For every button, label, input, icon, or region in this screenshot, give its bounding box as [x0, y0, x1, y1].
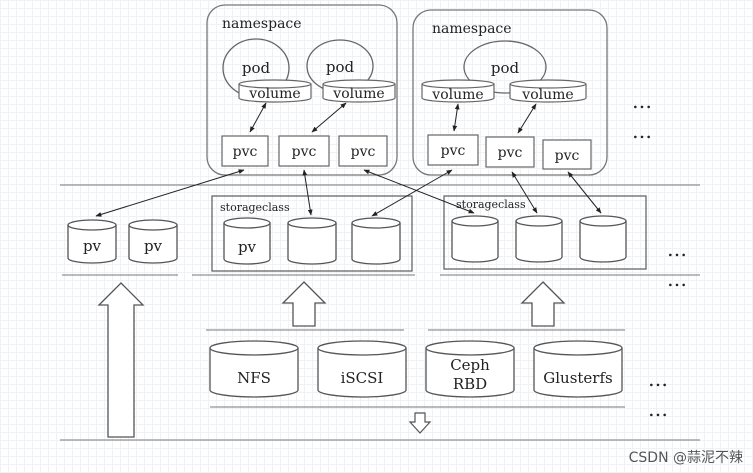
volume-4: volume: [509, 79, 587, 103]
namespace-box-1: namespace: [206, 4, 398, 176]
pvc-label: pvc: [498, 145, 523, 161]
pvc-label: pvc: [292, 144, 317, 160]
backend-glusterfs: Glusterfs: [533, 340, 623, 398]
pv-cylinder-3: pv: [223, 217, 271, 265]
arrow-volume-pvc: [517, 103, 537, 134]
pv-cylinder-1: pv: [67, 219, 117, 264]
arrow-volume-pvc: [249, 102, 267, 133]
ellipsis: …: [648, 397, 668, 421]
backend-nfs: NFS: [209, 340, 299, 398]
hollow-up-arrow: [520, 281, 566, 327]
storage-cylinder: [451, 215, 499, 263]
volume-label: volume: [521, 87, 573, 103]
pv-label: pv: [83, 237, 102, 255]
backend-ceph-rbd: Ceph RBD: [425, 340, 515, 398]
storage-cylinder: [515, 215, 563, 263]
pv-cylinder-2: pv: [128, 219, 178, 264]
pod-label: pod: [491, 59, 520, 77]
arrow-volume-pvc: [452, 103, 460, 132]
pvc-3: pvc: [338, 135, 388, 167]
ellipsis: …: [632, 119, 652, 143]
namespace-label: namespace: [432, 21, 512, 37]
pod-3: pod: [463, 40, 547, 94]
pv-label: pv: [144, 237, 163, 255]
volume-1: volume: [238, 79, 312, 103]
hollow-up-arrow: [281, 281, 327, 327]
volume-label: volume: [332, 86, 384, 102]
ellipsis: …: [667, 237, 687, 261]
hollow-up-arrow-tall: [97, 282, 145, 438]
watermark: CSDN @蒜泥不辣: [628, 450, 743, 466]
pvc-6: pvc: [542, 139, 592, 170]
storage-cylinder: [351, 217, 401, 265]
namespace-label: namespace: [222, 16, 302, 32]
arrow-pvc-pv: [363, 169, 475, 214]
arrow-pvc-pv: [302, 169, 313, 216]
backend-label: iSCSI: [341, 369, 384, 387]
volume-label: volume: [248, 86, 300, 102]
arrow-pvc-pv: [511, 171, 538, 214]
backend-label: Glusterfs: [543, 369, 612, 387]
ellipsis: …: [667, 267, 687, 291]
pvc-1: pvc: [221, 135, 269, 167]
backend-label: NFS: [237, 369, 271, 387]
storage-cylinder: [287, 217, 337, 265]
arrow-pvc-pv: [95, 169, 245, 217]
hollow-down-arrow: [408, 412, 432, 434]
pvc-5: pvc: [485, 136, 535, 168]
pvc-label: pvc: [441, 143, 466, 159]
pod-label: pod: [326, 58, 355, 76]
namespace-box-2: namespace: [412, 9, 608, 176]
pv-label: pv: [238, 238, 257, 256]
ellipsis: …: [648, 367, 668, 391]
volume-2: volume: [322, 79, 396, 103]
pvc-label: pvc: [555, 148, 580, 164]
storageclass-label: storageclass: [220, 201, 290, 214]
volume-label: volume: [431, 87, 483, 103]
backend-label-line1: Ceph: [450, 356, 490, 374]
pvc-label: pvc: [351, 144, 376, 160]
arrow-volume-pvc: [311, 102, 347, 133]
arrow-pvc-pv: [567, 171, 602, 214]
ellipsis: …: [632, 89, 652, 113]
pvc-2: pvc: [278, 135, 330, 167]
backend-label-line2: RBD: [453, 375, 487, 393]
pvc-label: pvc: [233, 144, 258, 160]
storage-cylinder: [579, 215, 627, 263]
backend-iscsi: iSCSI: [317, 340, 407, 398]
pvc-4: pvc: [427, 134, 479, 166]
pod-label: pod: [242, 59, 271, 77]
volume-3: volume: [421, 79, 495, 103]
storageclass-label: storageclass: [456, 198, 526, 211]
